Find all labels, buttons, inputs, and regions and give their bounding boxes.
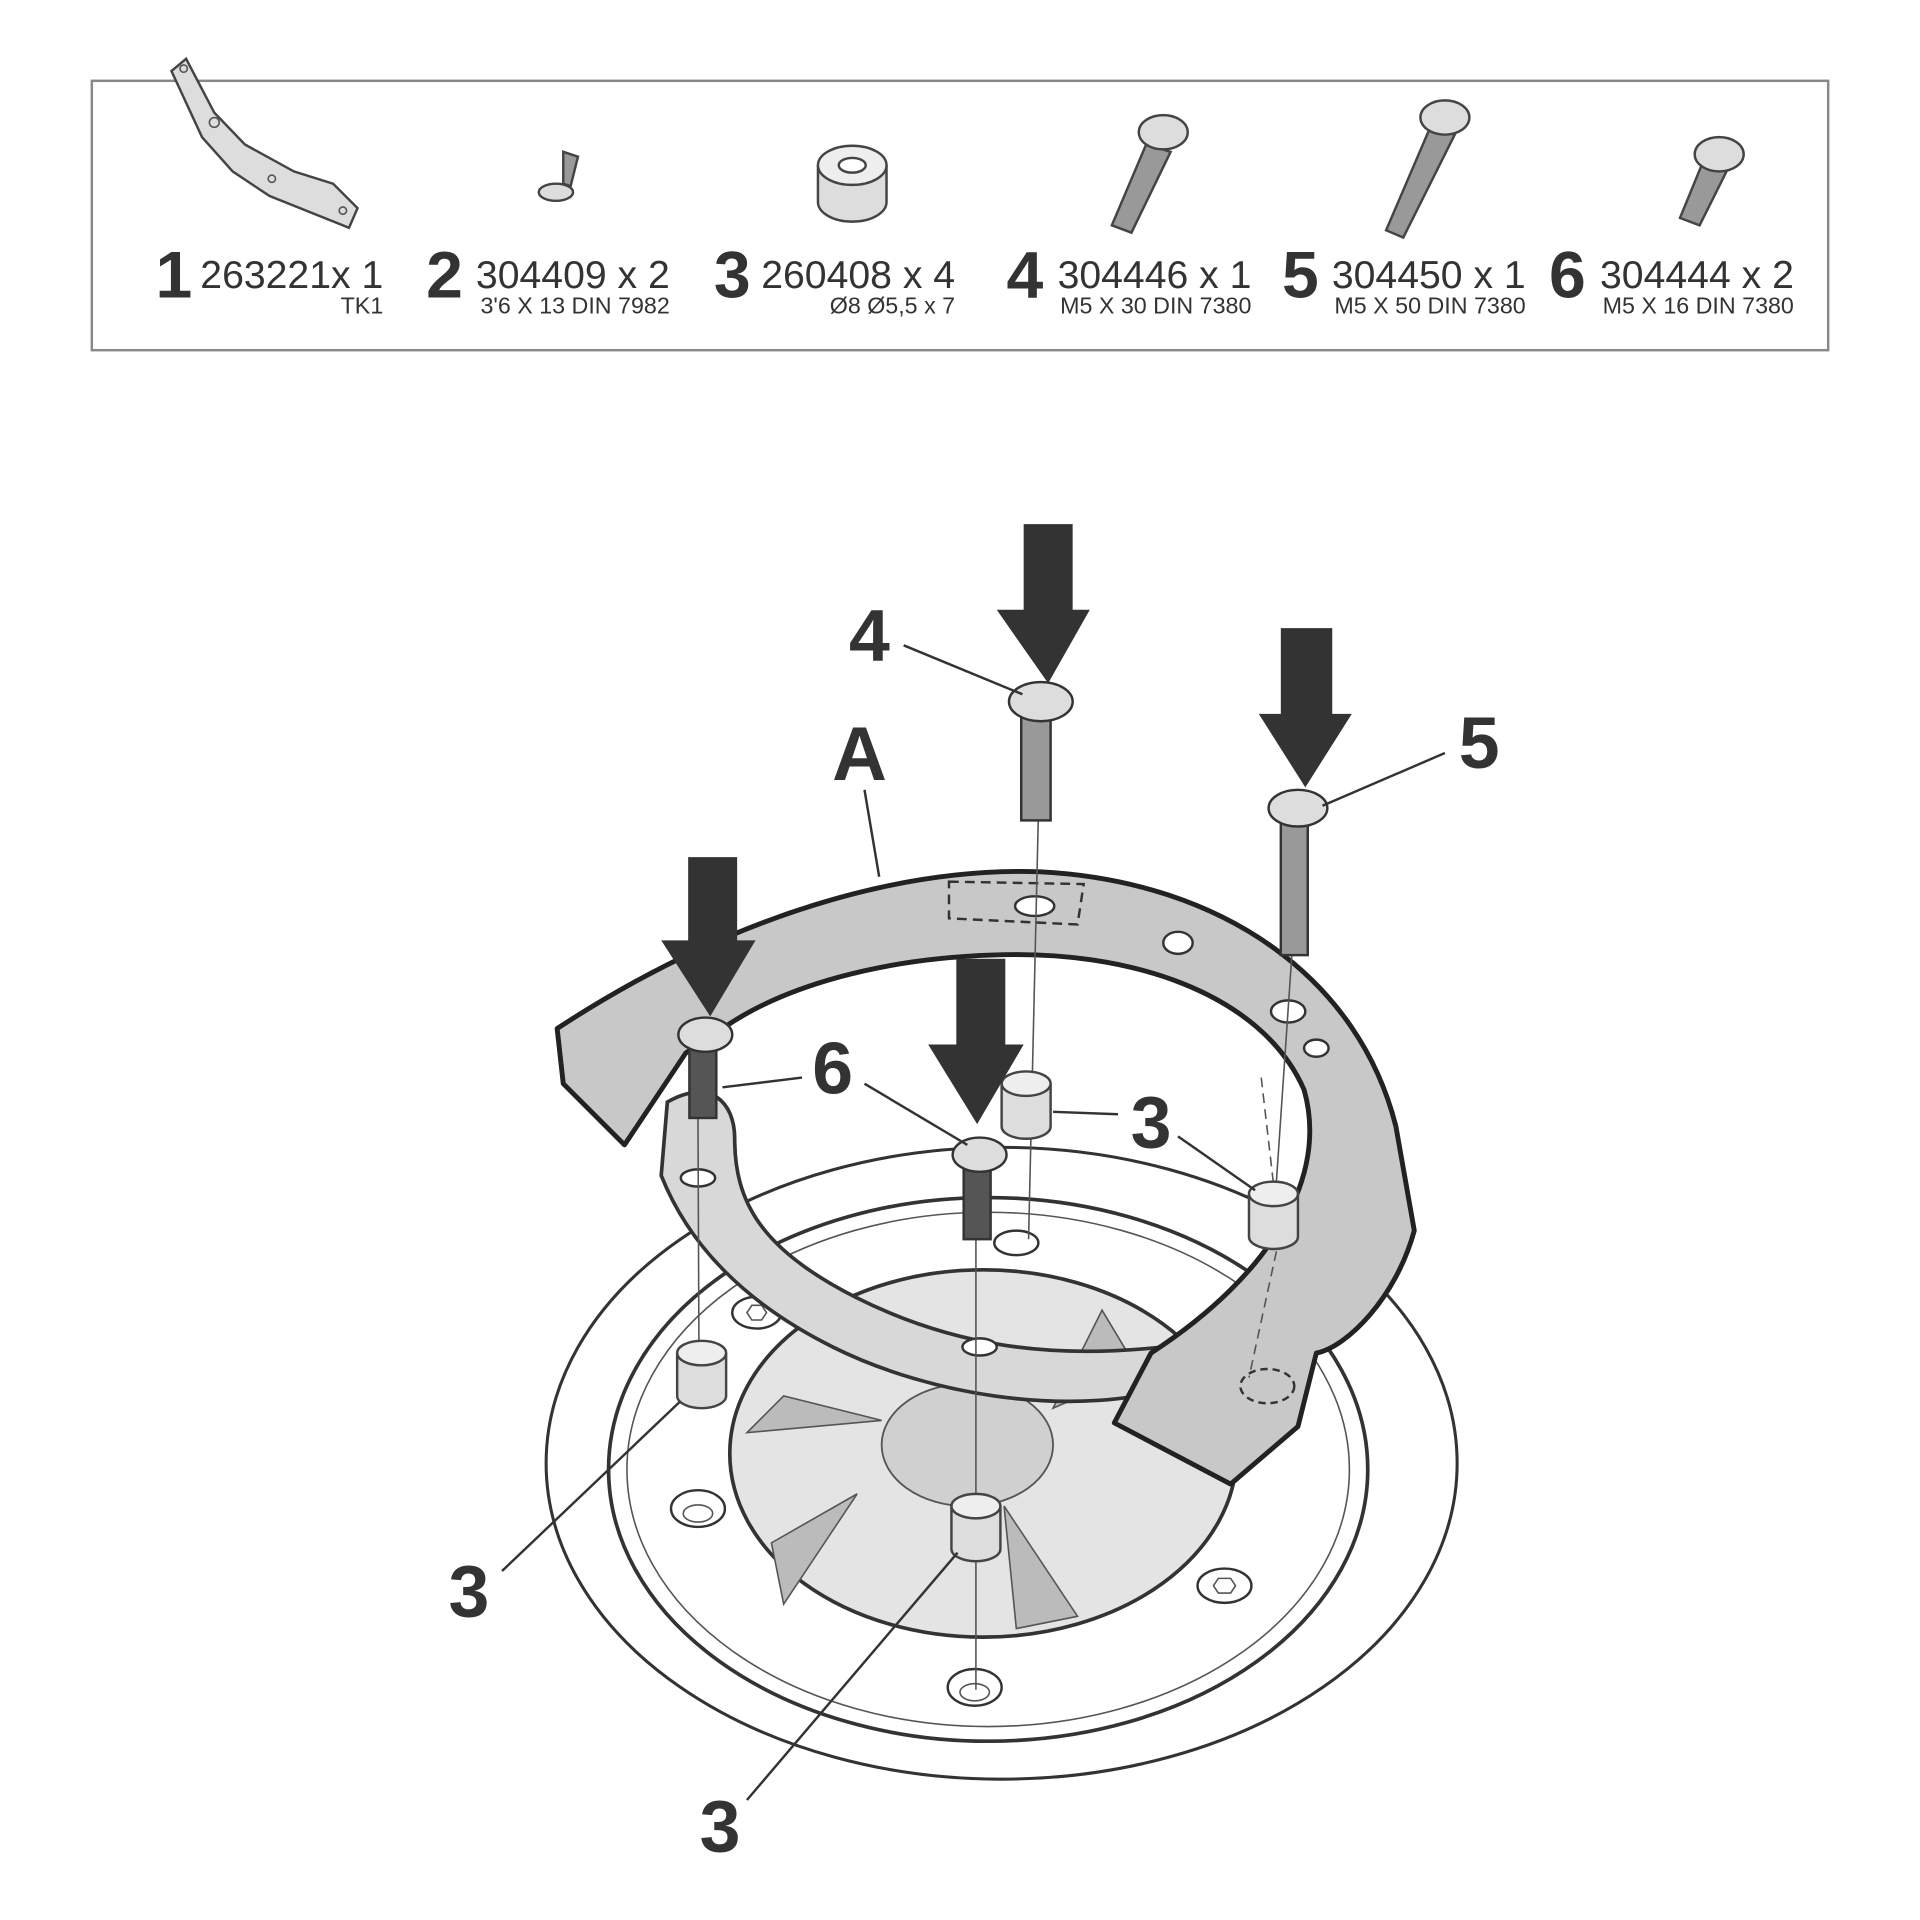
callout-ring-a: A bbox=[832, 712, 887, 797]
part-spec: 3'6 X 13 DIN 7982 bbox=[481, 292, 670, 318]
mount-hole bbox=[946, 1667, 1003, 1707]
part-spec: M5 X 30 DIN 7380 bbox=[1060, 292, 1251, 318]
part-spec: TK1 bbox=[341, 292, 384, 318]
spacer bbox=[1000, 1070, 1052, 1140]
part-code: 260408 x 4 bbox=[761, 254, 955, 297]
parts-list: 1 263221x 1 TK1 2 304409 x 2 3'6 X 13 DI… bbox=[90, 56, 1830, 352]
part-spec: M5 X 16 DIN 7380 bbox=[1603, 292, 1794, 318]
part-code: 304409 x 2 bbox=[476, 254, 670, 297]
spacer bbox=[1247, 1180, 1300, 1251]
mount-hole bbox=[669, 1488, 727, 1529]
part-code: 304446 x 1 bbox=[1058, 254, 1252, 297]
callout-bolt-5: 5 bbox=[1459, 701, 1500, 784]
part-spec: Ø8 Ø5,5 x 7 bbox=[830, 292, 955, 318]
down-arrow-icon bbox=[661, 857, 756, 1017]
bolt-6-left bbox=[677, 1016, 734, 1120]
part-number: 3 bbox=[714, 239, 751, 313]
bolt-m5x30-icon bbox=[1110, 113, 1189, 235]
part-item-5: 5 304450 x 1 M5 X 50 DIN 7380 bbox=[1282, 239, 1526, 319]
bracket-part-icon bbox=[169, 56, 360, 230]
bolt-6-center bbox=[951, 1136, 1008, 1241]
bolt-4 bbox=[1007, 680, 1074, 822]
part-number: 5 bbox=[1282, 239, 1319, 313]
part-item-3: 3 260408 x 4 Ø8 Ø5,5 x 7 bbox=[714, 239, 955, 319]
down-arrow-icon bbox=[996, 524, 1090, 684]
spacer bbox=[950, 1492, 1002, 1563]
bolt-m5x16-icon bbox=[1678, 135, 1745, 227]
part-code: 304450 x 1 bbox=[1332, 254, 1526, 297]
callout-spacer-right: 3 bbox=[1131, 1080, 1172, 1163]
part-number: 1 bbox=[156, 239, 193, 313]
callout-spacer-left: 3 bbox=[449, 1549, 490, 1632]
part-item-2: 2 304409 x 2 3'6 X 13 DIN 7982 bbox=[426, 239, 670, 319]
part-item-4: 4 304446 x 1 M5 X 30 DIN 7380 bbox=[1007, 239, 1252, 319]
part-code: 263221x 1 bbox=[200, 254, 383, 297]
part-number: 6 bbox=[1549, 239, 1586, 313]
self-tapping-screw-icon bbox=[537, 150, 580, 203]
part-spec: M5 X 50 DIN 7380 bbox=[1334, 292, 1525, 318]
hex-socket-screw bbox=[1196, 1567, 1253, 1605]
mount-hole bbox=[993, 1229, 1040, 1257]
part-item-6: 6 304444 x 2 M5 X 16 DIN 7380 bbox=[1549, 239, 1794, 319]
part-number: 4 bbox=[1007, 239, 1044, 313]
bolt-5 bbox=[1267, 788, 1329, 957]
spacer-icon bbox=[816, 144, 888, 223]
callout-bolt-4: 4 bbox=[849, 594, 890, 677]
down-arrow-icon bbox=[1258, 628, 1352, 788]
callout-bolt-6: 6 bbox=[812, 1026, 853, 1109]
part-number: 2 bbox=[426, 239, 463, 313]
spacer bbox=[675, 1339, 728, 1410]
adapter-plate bbox=[659, 1090, 1191, 1404]
part-code: 304444 x 2 bbox=[1600, 254, 1794, 297]
callout-spacer-bottom: 3 bbox=[700, 1784, 741, 1867]
bolt-m5x50-icon bbox=[1384, 99, 1471, 240]
down-arrow-icon bbox=[928, 958, 1024, 1125]
part-item-1: 1 263221x 1 TK1 bbox=[156, 239, 384, 319]
